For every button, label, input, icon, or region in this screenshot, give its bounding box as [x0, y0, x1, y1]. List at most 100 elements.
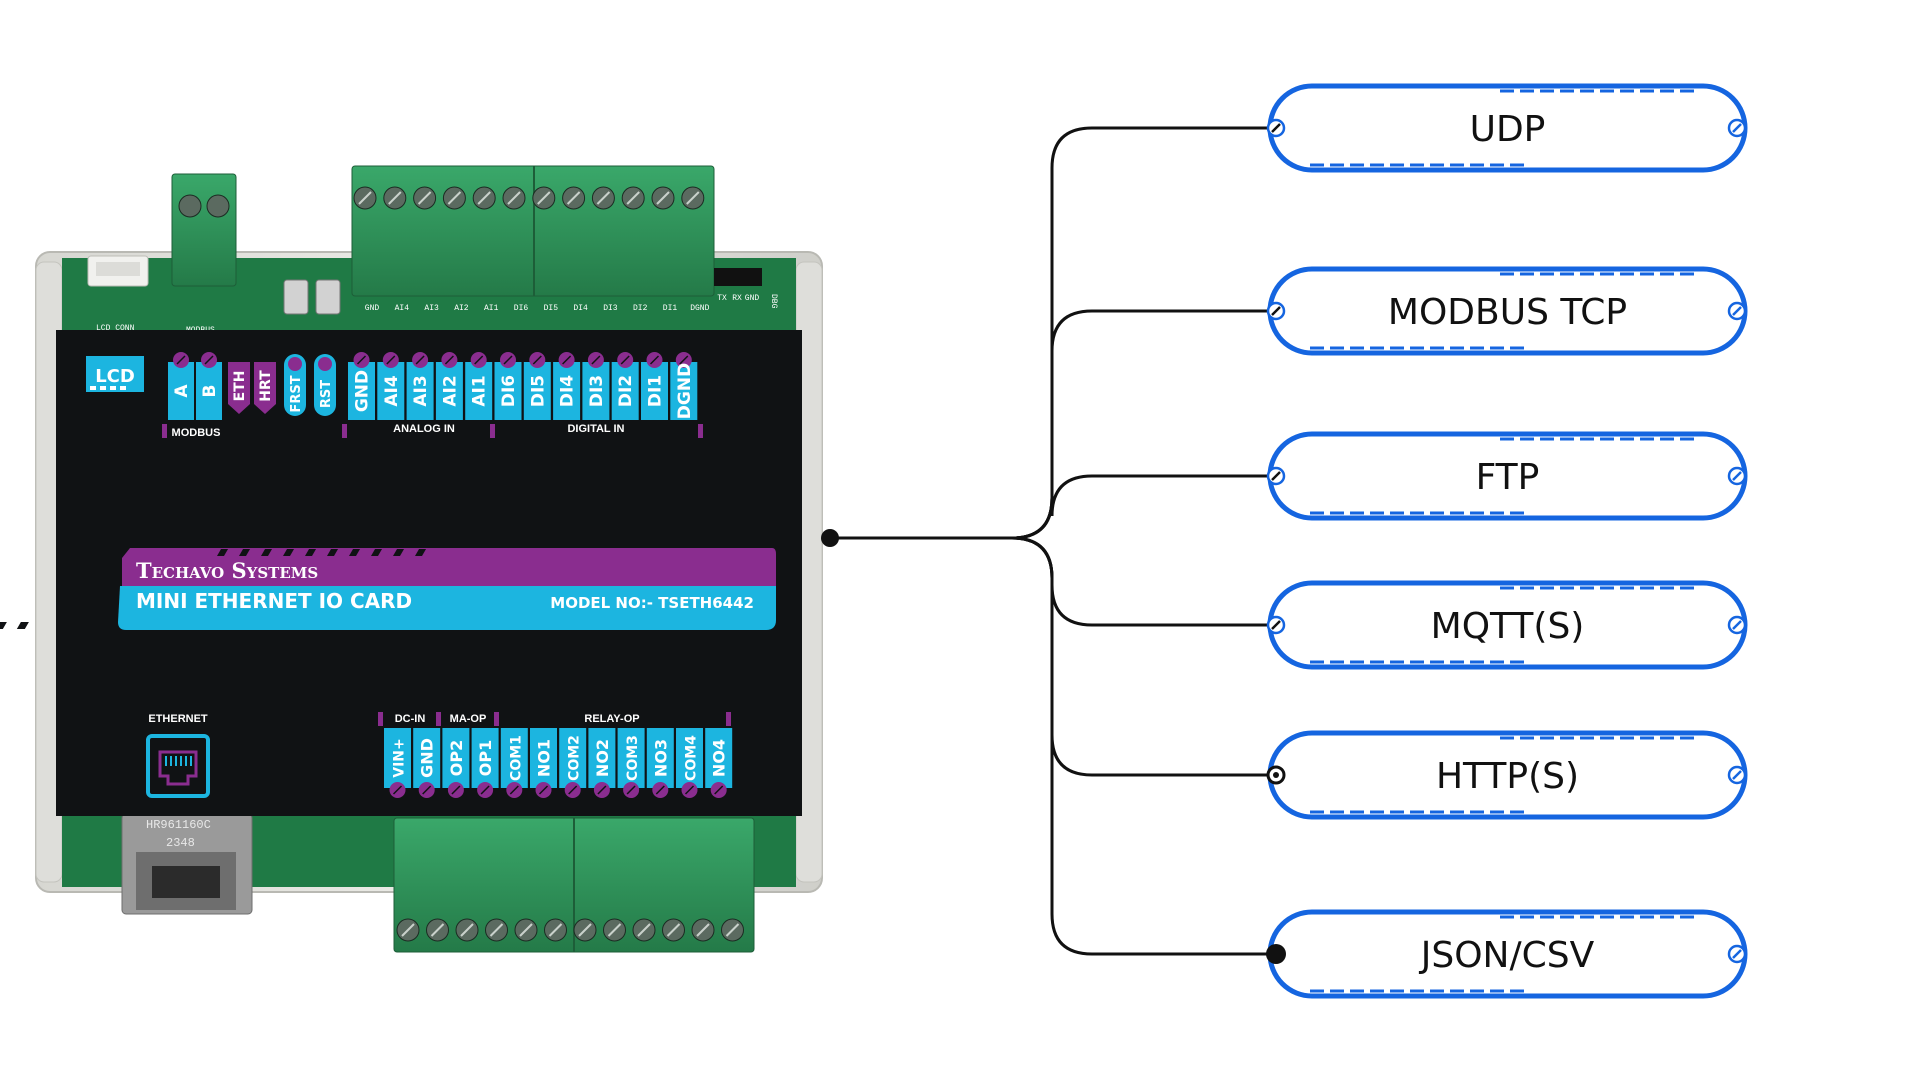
- pin-tile-com3: COM3: [617, 728, 645, 798]
- screw-slot: [548, 923, 563, 937]
- connector-node: [1266, 944, 1286, 964]
- screw-slot: [401, 923, 415, 937]
- connector-trunk: [830, 536, 1054, 585]
- screw-slot: [626, 191, 640, 205]
- connector-branch: [1050, 734, 1270, 777]
- connector-branch: [1050, 584, 1270, 627]
- pin-label: DI3: [587, 375, 607, 407]
- ethernet-jack: [121, 813, 253, 915]
- pin-tile-gnd: GND: [348, 352, 375, 420]
- pin-tile-ai4: AI4: [377, 352, 405, 420]
- connector-trunk: [830, 351, 1054, 540]
- screw-slot: [696, 923, 710, 937]
- screw-slot: [430, 923, 445, 937]
- jack-marking-2: 2348: [166, 836, 195, 850]
- header-pcb-label: GND: [365, 304, 380, 313]
- protocol-label: JSON/CSV: [1419, 935, 1595, 976]
- button-label-rst: RST: [314, 354, 336, 416]
- digital-in-group-label: DIGITAL IN: [567, 423, 624, 435]
- pin-label: DI6: [499, 375, 519, 407]
- pin-tile-ai2: AI2: [435, 352, 463, 420]
- dc-in-group-label: DC-IN: [395, 713, 426, 725]
- pin-label: AI4: [382, 375, 402, 406]
- screw-slot: [358, 191, 372, 205]
- pin-label: COM3: [625, 735, 641, 781]
- brand-banner: Techavo Systems MINI ETHERNET IO CARD MO…: [0, 548, 776, 630]
- protocol-label: HTTP(S): [1436, 756, 1579, 797]
- debug-pin-label: GND: [745, 294, 760, 303]
- header-pcb-label: DI6: [514, 304, 529, 313]
- connector-trunk: [830, 168, 1054, 540]
- screw-slot: [489, 923, 504, 937]
- header-pcb-label: DI2: [633, 304, 648, 313]
- pin-label: DI4: [558, 375, 578, 407]
- top-terminal-block: [351, 165, 715, 297]
- pin-tile-op1: OP1: [471, 728, 499, 798]
- pin-tile-com2: COM2: [559, 728, 587, 798]
- pin-label: AI2: [440, 375, 460, 406]
- screw-slot: [417, 191, 432, 205]
- pin-label: NO3: [651, 739, 670, 777]
- connector-trunk: [830, 536, 1054, 914]
- screw-slot: [519, 923, 533, 937]
- model-number: MODEL NO:- TSETH6442: [550, 594, 754, 612]
- pin-label: ETH: [232, 371, 248, 402]
- screw-slot: [447, 191, 462, 205]
- screw-slot: [725, 923, 740, 937]
- screw-slot: [686, 191, 700, 205]
- pin-label: HRT: [258, 370, 274, 402]
- pin-tile-ai3: AI3: [406, 352, 434, 420]
- pin-tile-no1: NO1: [530, 728, 557, 798]
- io-card-device: LCD_CONN MODBUS GNDAI4AI3AI2AI1DI6DI5DI4…: [0, 165, 823, 953]
- lcd-conn-pcb-label: LCD_CONN: [96, 324, 135, 333]
- status-indicator-hrt: HRT: [254, 362, 276, 414]
- top-group-ticks: [162, 424, 703, 438]
- connector-branch: [1050, 474, 1270, 517]
- header-pcb-label: AI4: [395, 304, 410, 313]
- header-pcb-label: AI2: [454, 304, 469, 313]
- screw-slot: [566, 191, 581, 205]
- pcb-button-frst: [283, 279, 309, 315]
- debug-pin-label: TX: [717, 294, 727, 303]
- protocol-json-csv: JSON/CSV: [1266, 909, 1748, 999]
- pin-label: COM1: [508, 735, 524, 781]
- protocol-label: UDP: [1470, 109, 1546, 150]
- screw-slot: [537, 191, 551, 205]
- screw-slot: [666, 923, 681, 937]
- protocol-udp: UDP: [1266, 83, 1748, 173]
- terminal-screw: [206, 194, 230, 218]
- header-pcb-label: DI3: [603, 304, 618, 313]
- screw-slot: [607, 923, 622, 937]
- pin-label: DI2: [616, 375, 636, 407]
- header-pcb-label: DI5: [544, 304, 559, 313]
- pin-label: AI3: [411, 375, 431, 406]
- pin-label: RST: [319, 380, 334, 408]
- analog-in-group-label: ANALOG IN: [393, 423, 455, 435]
- pin-label: FRST: [289, 375, 304, 412]
- pin-tile-a: A: [168, 352, 194, 420]
- pin-label: DGND: [675, 363, 695, 419]
- header-pcb-label: AI3: [424, 304, 439, 313]
- pin-label: AI1: [470, 375, 490, 406]
- protocol-http-s: HTTP(S): [1266, 730, 1748, 820]
- connector-branch: [1050, 126, 1270, 169]
- protocol-label: MODBUS TCP: [1388, 292, 1627, 333]
- pin-label: NO1: [535, 739, 554, 777]
- screw-slot: [507, 191, 521, 205]
- connector-branch: [1050, 913, 1270, 956]
- protocol-mqtt-s: MQTT(S): [1266, 580, 1748, 670]
- product-name: MINI ETHERNET IO CARD: [136, 589, 412, 613]
- debug-pcb-title: DBG: [769, 294, 778, 309]
- pin-tile-no2: NO2: [588, 728, 616, 798]
- pin-tile-no4: NO4: [705, 728, 733, 798]
- pin-label: VIN+: [392, 738, 408, 778]
- pin-tile-op2: OP2: [442, 728, 470, 798]
- lcd-connector-slot: [96, 262, 140, 276]
- relay-op-group-label: RELAY-OP: [584, 713, 639, 725]
- screw-slot: [656, 191, 670, 205]
- header-pcb-label: DGND: [690, 304, 709, 313]
- pin-tile-no3: NO3: [646, 728, 674, 798]
